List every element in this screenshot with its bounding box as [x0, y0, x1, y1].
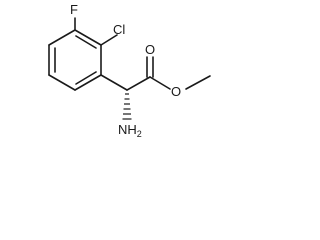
bond-ring-alpha-carbon — [100, 74, 128, 91]
ring-bond-c4-c5 — [48, 74, 76, 91]
ring-double-bond-c1-c2 — [75, 35, 97, 49]
fluorine-label: F — [70, 2, 78, 17]
ring-double-bond-c3-c4 — [75, 71, 97, 85]
bond-carbonyl-ester-oxygen — [149, 76, 171, 90]
bond-ester-oxygen-methyl — [185, 75, 211, 90]
bond-c-cl — [100, 34, 118, 46]
amine-label: NH2 — [118, 122, 142, 139]
bond-alpha-carbonyl — [126, 76, 151, 91]
ring-bond-c6-c1 — [48, 29, 76, 46]
ring-bond-c1-c2 — [74, 29, 102, 46]
amine-subscript-text: 2 — [137, 129, 142, 139]
chlorine-label: Cl — [113, 22, 125, 37]
amine-nh-text: NH — [118, 122, 137, 137]
benzene-ring — [48, 29, 102, 91]
carbonyl-oxygen-label: O — [145, 42, 155, 57]
molecule-structure-diagram: F Cl O O NH2 — [48, 2, 211, 139]
ester-oxygen-label: O — [171, 84, 181, 99]
ring-bond-c3-c4 — [74, 74, 102, 91]
hashed-wedge-bond — [122, 93, 132, 120]
